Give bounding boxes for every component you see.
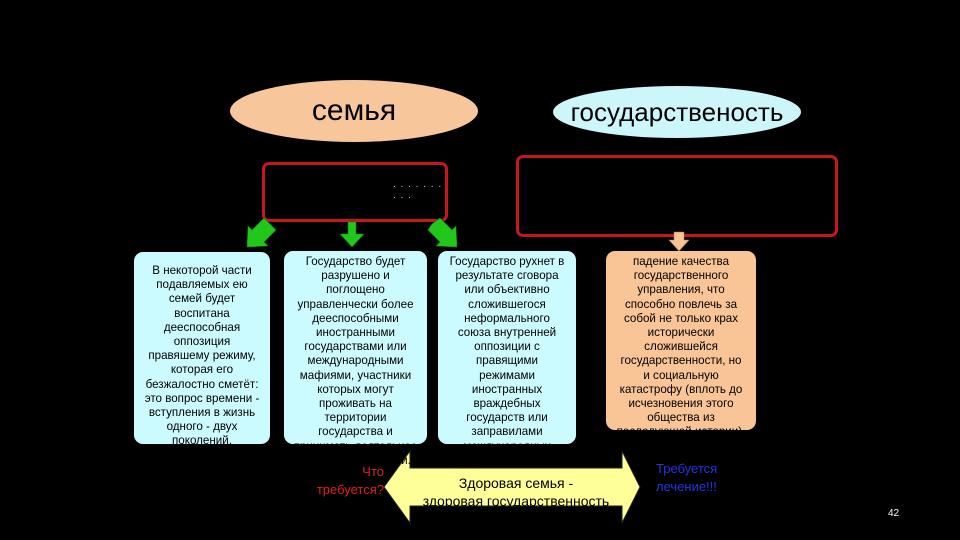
card-line: или объективно bbox=[464, 283, 550, 297]
card-line: государств или bbox=[466, 411, 548, 425]
card-line: оппозиции с bbox=[474, 340, 540, 354]
card-line: управленчески более bbox=[297, 297, 414, 311]
card-line: катастрофу (вплоть до bbox=[619, 382, 743, 396]
card-line: собой не только крах bbox=[623, 311, 739, 325]
family-frame-dots: . . . . . . . . . . bbox=[393, 179, 443, 201]
card-line: сложившейся bbox=[644, 340, 718, 354]
card-line: мафиями, участники bbox=[299, 368, 412, 382]
card-line: правяшему режиму, bbox=[148, 349, 256, 363]
statehood-oval: государственость bbox=[553, 86, 801, 138]
card-line: дееспособная bbox=[163, 320, 241, 334]
card-line: семей будет bbox=[168, 292, 236, 306]
card-line: одного - двух bbox=[166, 420, 238, 434]
card-line: способно повлечь за bbox=[624, 297, 738, 311]
statehood-label: государственость bbox=[570, 96, 784, 127]
card-line: это вопрос времени - bbox=[144, 391, 260, 405]
card-line: безжалостно сметёт: bbox=[145, 377, 259, 391]
card-line: союза внутренней bbox=[457, 326, 557, 340]
card-line: общества из bbox=[647, 411, 715, 425]
card-line: сложившегося bbox=[468, 297, 546, 311]
card-line: оппозиция bbox=[173, 335, 231, 349]
card-line: мафий. bbox=[486, 453, 528, 467]
healthy-family-statement: Здоровая семья - здоровая государственно… bbox=[410, 471, 622, 513]
card-line: которая его bbox=[170, 363, 234, 377]
card-line: которых могут bbox=[317, 382, 394, 396]
card-line: исторически bbox=[647, 326, 715, 340]
card-line: государственного bbox=[633, 269, 729, 283]
green-arrow-left-icon bbox=[246, 217, 277, 248]
family-oval: семья bbox=[230, 80, 478, 142]
family-label: семья bbox=[311, 94, 397, 127]
card-line: падение качества bbox=[632, 255, 730, 268]
card-line: участие в его жизни. bbox=[300, 453, 411, 467]
family-frame: . . . . . . . . . . bbox=[262, 162, 448, 222]
card-line: поколений. bbox=[172, 434, 232, 448]
card-line: неформального bbox=[464, 311, 550, 325]
card-line: правящими bbox=[476, 354, 538, 368]
card-line: враждебных bbox=[473, 397, 541, 411]
treatment-text: Требуется лечение!!! bbox=[656, 461, 718, 494]
card-line: управления, что bbox=[637, 283, 725, 297]
card-line: государственности, но bbox=[620, 354, 742, 368]
statement-line-2: здоровая государственность bbox=[422, 493, 610, 509]
card-line: исчезновения этого bbox=[628, 397, 734, 411]
card-line: разрушено и bbox=[321, 269, 390, 283]
double-arrow-icon bbox=[383, 449, 641, 525]
card-line: последующей истории). bbox=[616, 425, 746, 439]
card-state-collapse: Государство рухнет в результате сговора … bbox=[438, 251, 576, 467]
statehood-frame bbox=[516, 155, 838, 237]
page-number: 42 bbox=[888, 508, 900, 519]
card-line: подавляемых ею bbox=[156, 278, 248, 292]
card-line: иностранных bbox=[471, 382, 543, 396]
card-line: Государство рухнет в bbox=[449, 255, 565, 268]
card-line: принимать деятельное bbox=[293, 439, 418, 453]
card-line: и социальную bbox=[643, 368, 719, 382]
card-line: международными bbox=[307, 354, 404, 368]
card-line: дееспособными bbox=[312, 311, 399, 325]
card-line: заправилами bbox=[471, 425, 543, 439]
green-arrow-right-icon bbox=[427, 217, 458, 248]
card-family-opposition: В некоторой части подавляемых ею семей б… bbox=[134, 252, 270, 447]
card-line: государствами или bbox=[304, 340, 407, 354]
question-text: Что требуется? bbox=[316, 464, 384, 497]
statement-line-1: Здоровая семья - bbox=[458, 475, 574, 491]
peach-arrow-down-icon bbox=[668, 231, 690, 252]
card-line: международных bbox=[463, 439, 551, 453]
card-line: иностранными bbox=[316, 326, 395, 340]
card-line: поглощено bbox=[326, 283, 385, 297]
card-line: вступления в жизнь bbox=[148, 406, 256, 420]
card-line: воспитана bbox=[174, 306, 230, 320]
card-line: Государство будет bbox=[305, 255, 406, 268]
card-state-absorbed: Государство будет разрушено и поглощено … bbox=[284, 251, 427, 467]
green-arrow-center-icon bbox=[339, 221, 365, 248]
card-line: проживать на bbox=[319, 397, 392, 411]
card-line: результате сговора bbox=[455, 269, 559, 283]
card-governance-decline: падение качества государственного управл… bbox=[606, 251, 756, 438]
card-line: В некоторой части bbox=[152, 264, 252, 277]
card-line: территории bbox=[324, 411, 387, 425]
card-line: государства и bbox=[318, 425, 393, 439]
card-line: режимами bbox=[479, 368, 535, 382]
